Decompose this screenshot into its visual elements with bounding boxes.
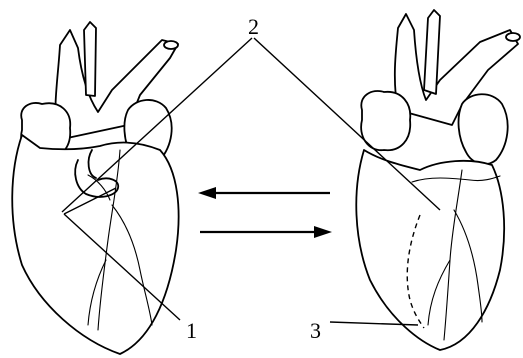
right-vessel-opening [506,33,520,41]
arrow-left [198,187,330,199]
right-atrium-right [459,94,508,164]
right-vessel-small [424,10,440,94]
label-3: 3 [310,318,321,343]
right-heart [356,10,520,350]
label-1: 1 [186,318,197,343]
left-heart [12,22,178,354]
left-ventricle [12,135,178,354]
left-vessel-opening [164,41,178,49]
right-atrium-left [361,91,410,150]
left-vessel-small [84,22,96,96]
label-2: 2 [248,14,259,39]
arrow-right [200,226,332,238]
